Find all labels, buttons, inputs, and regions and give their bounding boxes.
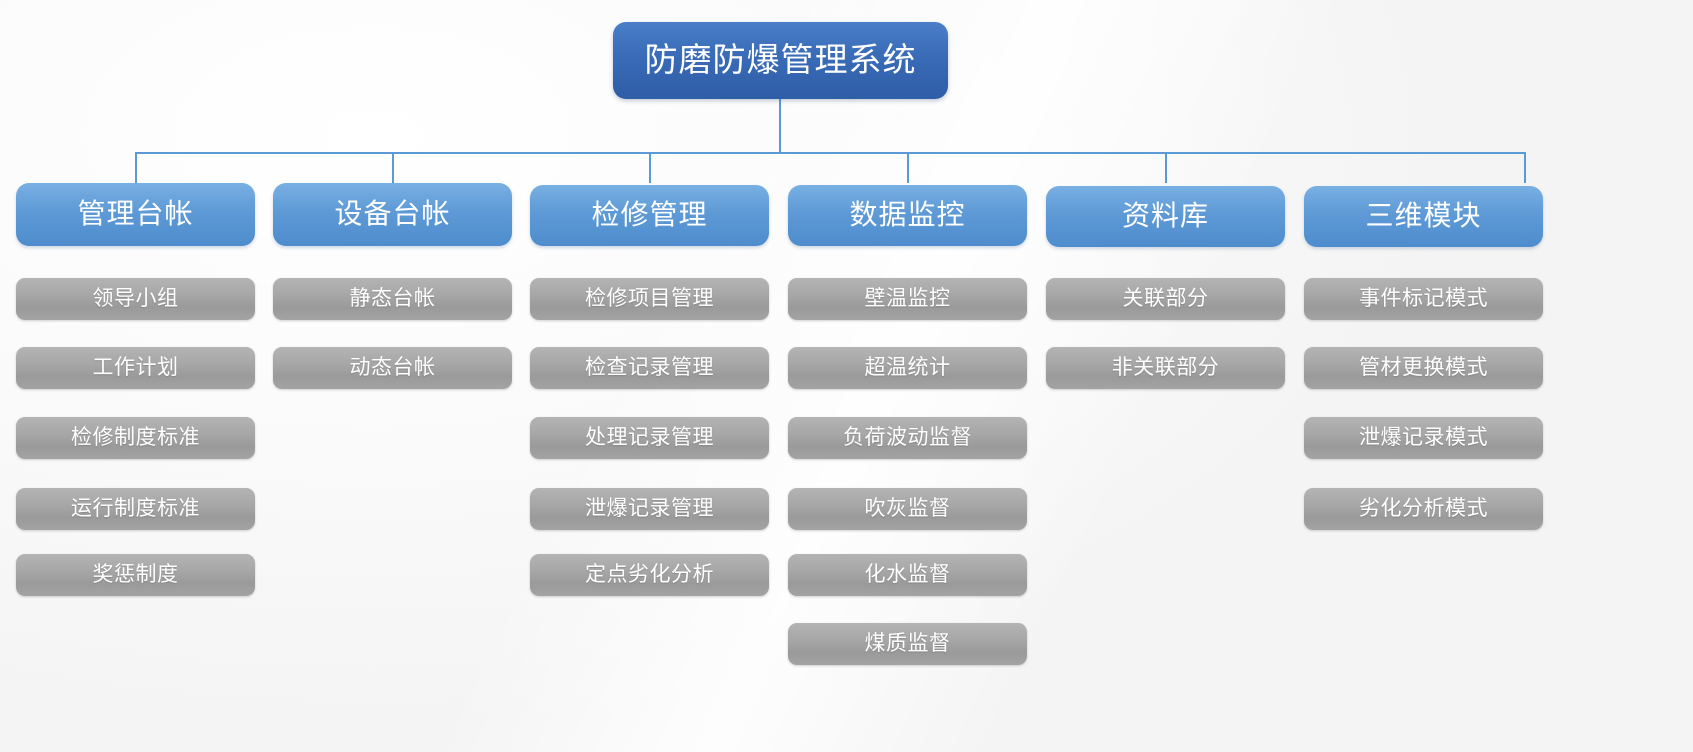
column-2-item-1[interactable]: 静态台帐 bbox=[273, 278, 512, 320]
column-6-item-3[interactable]: 泄爆记录模式 bbox=[1304, 417, 1543, 459]
root-node[interactable]: 防磨防爆管理系统 bbox=[613, 22, 948, 99]
connector-drop-col-5 bbox=[1165, 152, 1167, 183]
column-4-item-3[interactable]: 负荷波动监督 bbox=[788, 417, 1027, 459]
column-6-item-1[interactable]: 事件标记模式 bbox=[1304, 278, 1543, 320]
column-1-item-4[interactable]: 运行制度标准 bbox=[16, 488, 255, 530]
column-4-item-1[interactable]: 壁温监控 bbox=[788, 278, 1027, 320]
column-3-item-5[interactable]: 定点劣化分析 bbox=[530, 554, 769, 596]
column-4-item-4[interactable]: 吹灰监督 bbox=[788, 488, 1027, 530]
column-1-item-3[interactable]: 检修制度标准 bbox=[16, 417, 255, 459]
column-5-item-2[interactable]: 非关联部分 bbox=[1046, 347, 1285, 389]
column-header-3[interactable]: 检修管理 bbox=[530, 185, 769, 246]
column-5-item-1[interactable]: 关联部分 bbox=[1046, 278, 1285, 320]
connector-drop-col-2 bbox=[392, 152, 394, 183]
column-header-1[interactable]: 管理台帐 bbox=[16, 183, 255, 246]
column-4-item-6[interactable]: 煤质监督 bbox=[788, 623, 1027, 665]
connector-root-stem bbox=[779, 98, 781, 153]
column-3-item-3[interactable]: 处理记录管理 bbox=[530, 417, 769, 459]
column-4-item-2[interactable]: 超温统计 bbox=[788, 347, 1027, 389]
connector-drop-col-4 bbox=[907, 152, 909, 183]
column-1-item-1[interactable]: 领导小组 bbox=[16, 278, 255, 320]
column-1-item-5[interactable]: 奖惩制度 bbox=[16, 554, 255, 596]
connector-drop-col-1 bbox=[135, 152, 137, 183]
column-header-2[interactable]: 设备台帐 bbox=[273, 183, 512, 246]
column-6-item-4[interactable]: 劣化分析模式 bbox=[1304, 488, 1543, 530]
column-3-item-2[interactable]: 检查记录管理 bbox=[530, 347, 769, 389]
column-6-item-2[interactable]: 管材更换模式 bbox=[1304, 347, 1543, 389]
column-header-5[interactable]: 资料库 bbox=[1046, 186, 1285, 247]
connector-horizontal-bus bbox=[135, 152, 1525, 154]
connector-drop-col-6 bbox=[1524, 152, 1526, 183]
connector-drop-col-3 bbox=[649, 152, 651, 183]
column-header-6[interactable]: 三维模块 bbox=[1304, 186, 1543, 247]
column-2-item-2[interactable]: 动态台帐 bbox=[273, 347, 512, 389]
column-3-item-4[interactable]: 泄爆记录管理 bbox=[530, 488, 769, 530]
column-1-item-2[interactable]: 工作计划 bbox=[16, 347, 255, 389]
column-4-item-5[interactable]: 化水监督 bbox=[788, 554, 1027, 596]
column-header-4[interactable]: 数据监控 bbox=[788, 185, 1027, 246]
column-3-item-1[interactable]: 检修项目管理 bbox=[530, 278, 769, 320]
